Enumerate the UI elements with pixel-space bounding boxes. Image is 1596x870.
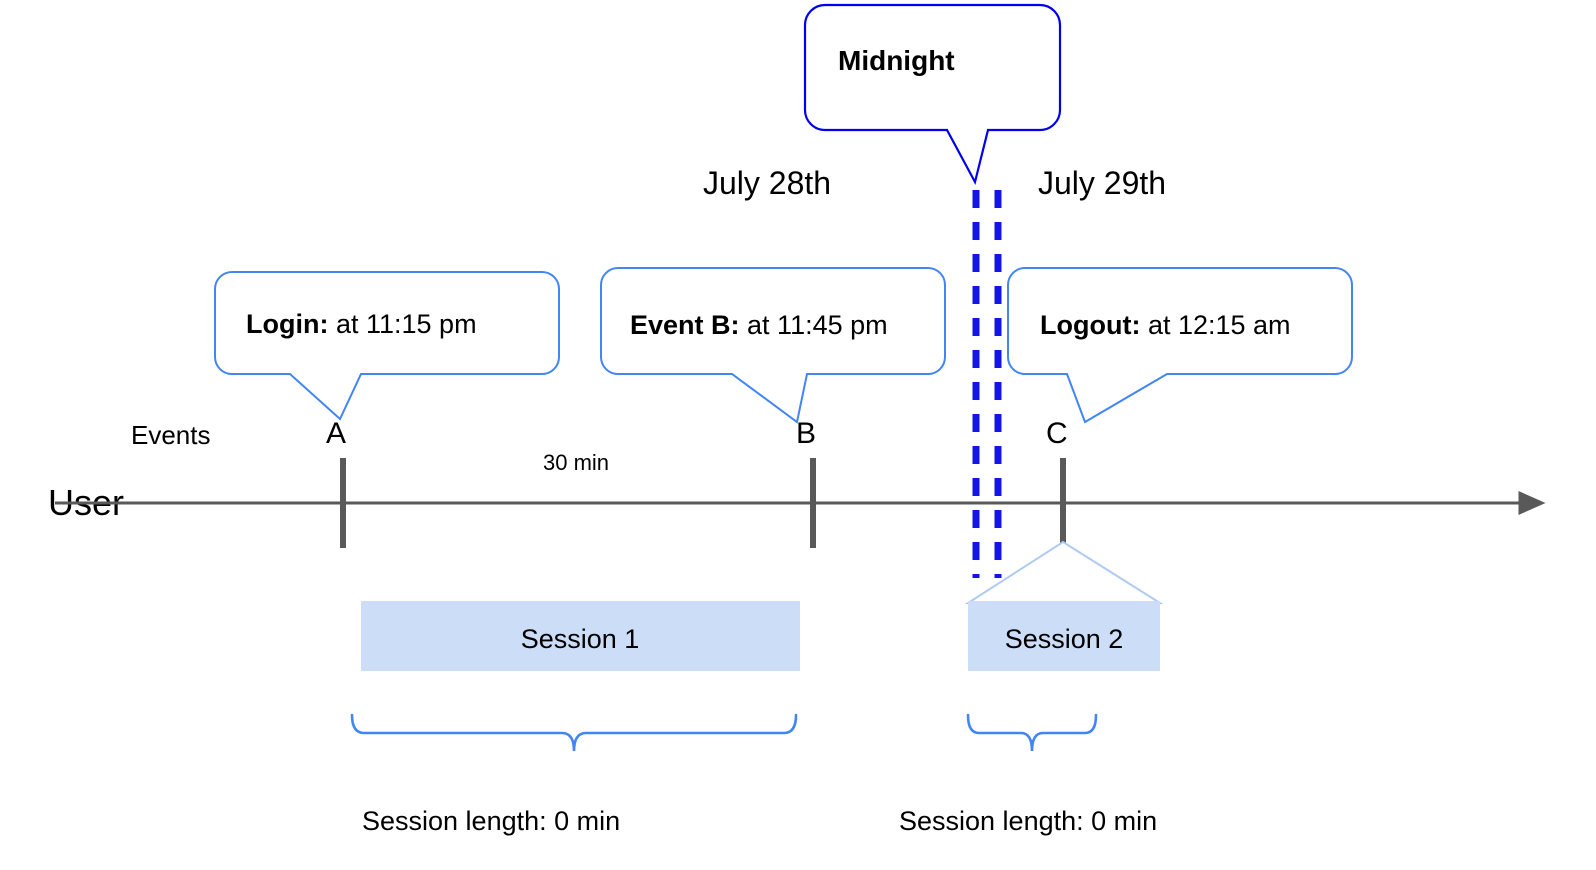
- session-1-label: Session 1: [521, 624, 640, 654]
- timeline-axis: [55, 458, 1546, 548]
- callout-event-a-detail: at 11:15 pm: [328, 309, 476, 339]
- session-2-label: Session 2: [1005, 624, 1124, 654]
- session-2-rect: [968, 601, 1160, 671]
- session-1-box: Session 1: [361, 601, 800, 671]
- callout-event-a-text: Login: at 11:15 pm: [246, 309, 477, 339]
- midnight-callout: Midnight: [803, 3, 1062, 186]
- callout-event-a: Login: at 11:15 pm: [214, 271, 560, 421]
- callout-event-c-bubble: [1007, 267, 1353, 424]
- events-row-label: Events: [131, 420, 211, 450]
- event-marker-a-label: A: [326, 417, 346, 450]
- event-marker-b-label: B: [796, 417, 816, 450]
- midnight-divider-lines: [972, 190, 1002, 578]
- midnight-label: Midnight: [838, 45, 955, 76]
- event-marker-c-label: C: [1046, 417, 1068, 450]
- date-label-right: July 29th: [1038, 165, 1166, 201]
- callout-event-a-title: Login:: [246, 309, 328, 339]
- callout-event-b: Event B: at 11:45 pm: [600, 267, 946, 424]
- callout-event-b-title: Event B:: [630, 310, 740, 340]
- callout-event-b-detail: at 11:45 pm: [740, 310, 888, 340]
- callout-event-c-title: Logout:: [1040, 310, 1140, 340]
- callout-event-c-text: Logout: at 12:15 am: [1040, 310, 1291, 340]
- callout-event-c-detail: at 12:15 am: [1140, 310, 1290, 340]
- callout-event-b-bubble: [600, 267, 946, 424]
- session-2-brace: [966, 713, 1098, 752]
- session-1-rect: [361, 601, 800, 671]
- session-1-brace: [350, 713, 798, 752]
- gap-duration-label: 30 min: [543, 450, 609, 475]
- callout-event-c: Logout: at 12:15 am: [1007, 267, 1353, 424]
- callout-event-a-bubble: [214, 271, 560, 421]
- session-2-box: Session 2: [968, 601, 1160, 671]
- session-1-length-label: Session length: 0 min: [362, 806, 620, 836]
- callout-event-b-text: Event B: at 11:45 pm: [630, 310, 888, 340]
- midnight-callout-bubble: [803, 3, 1062, 186]
- date-label-left: July 28th: [703, 165, 831, 201]
- session-2-length-label: Session length: 0 min: [899, 806, 1157, 836]
